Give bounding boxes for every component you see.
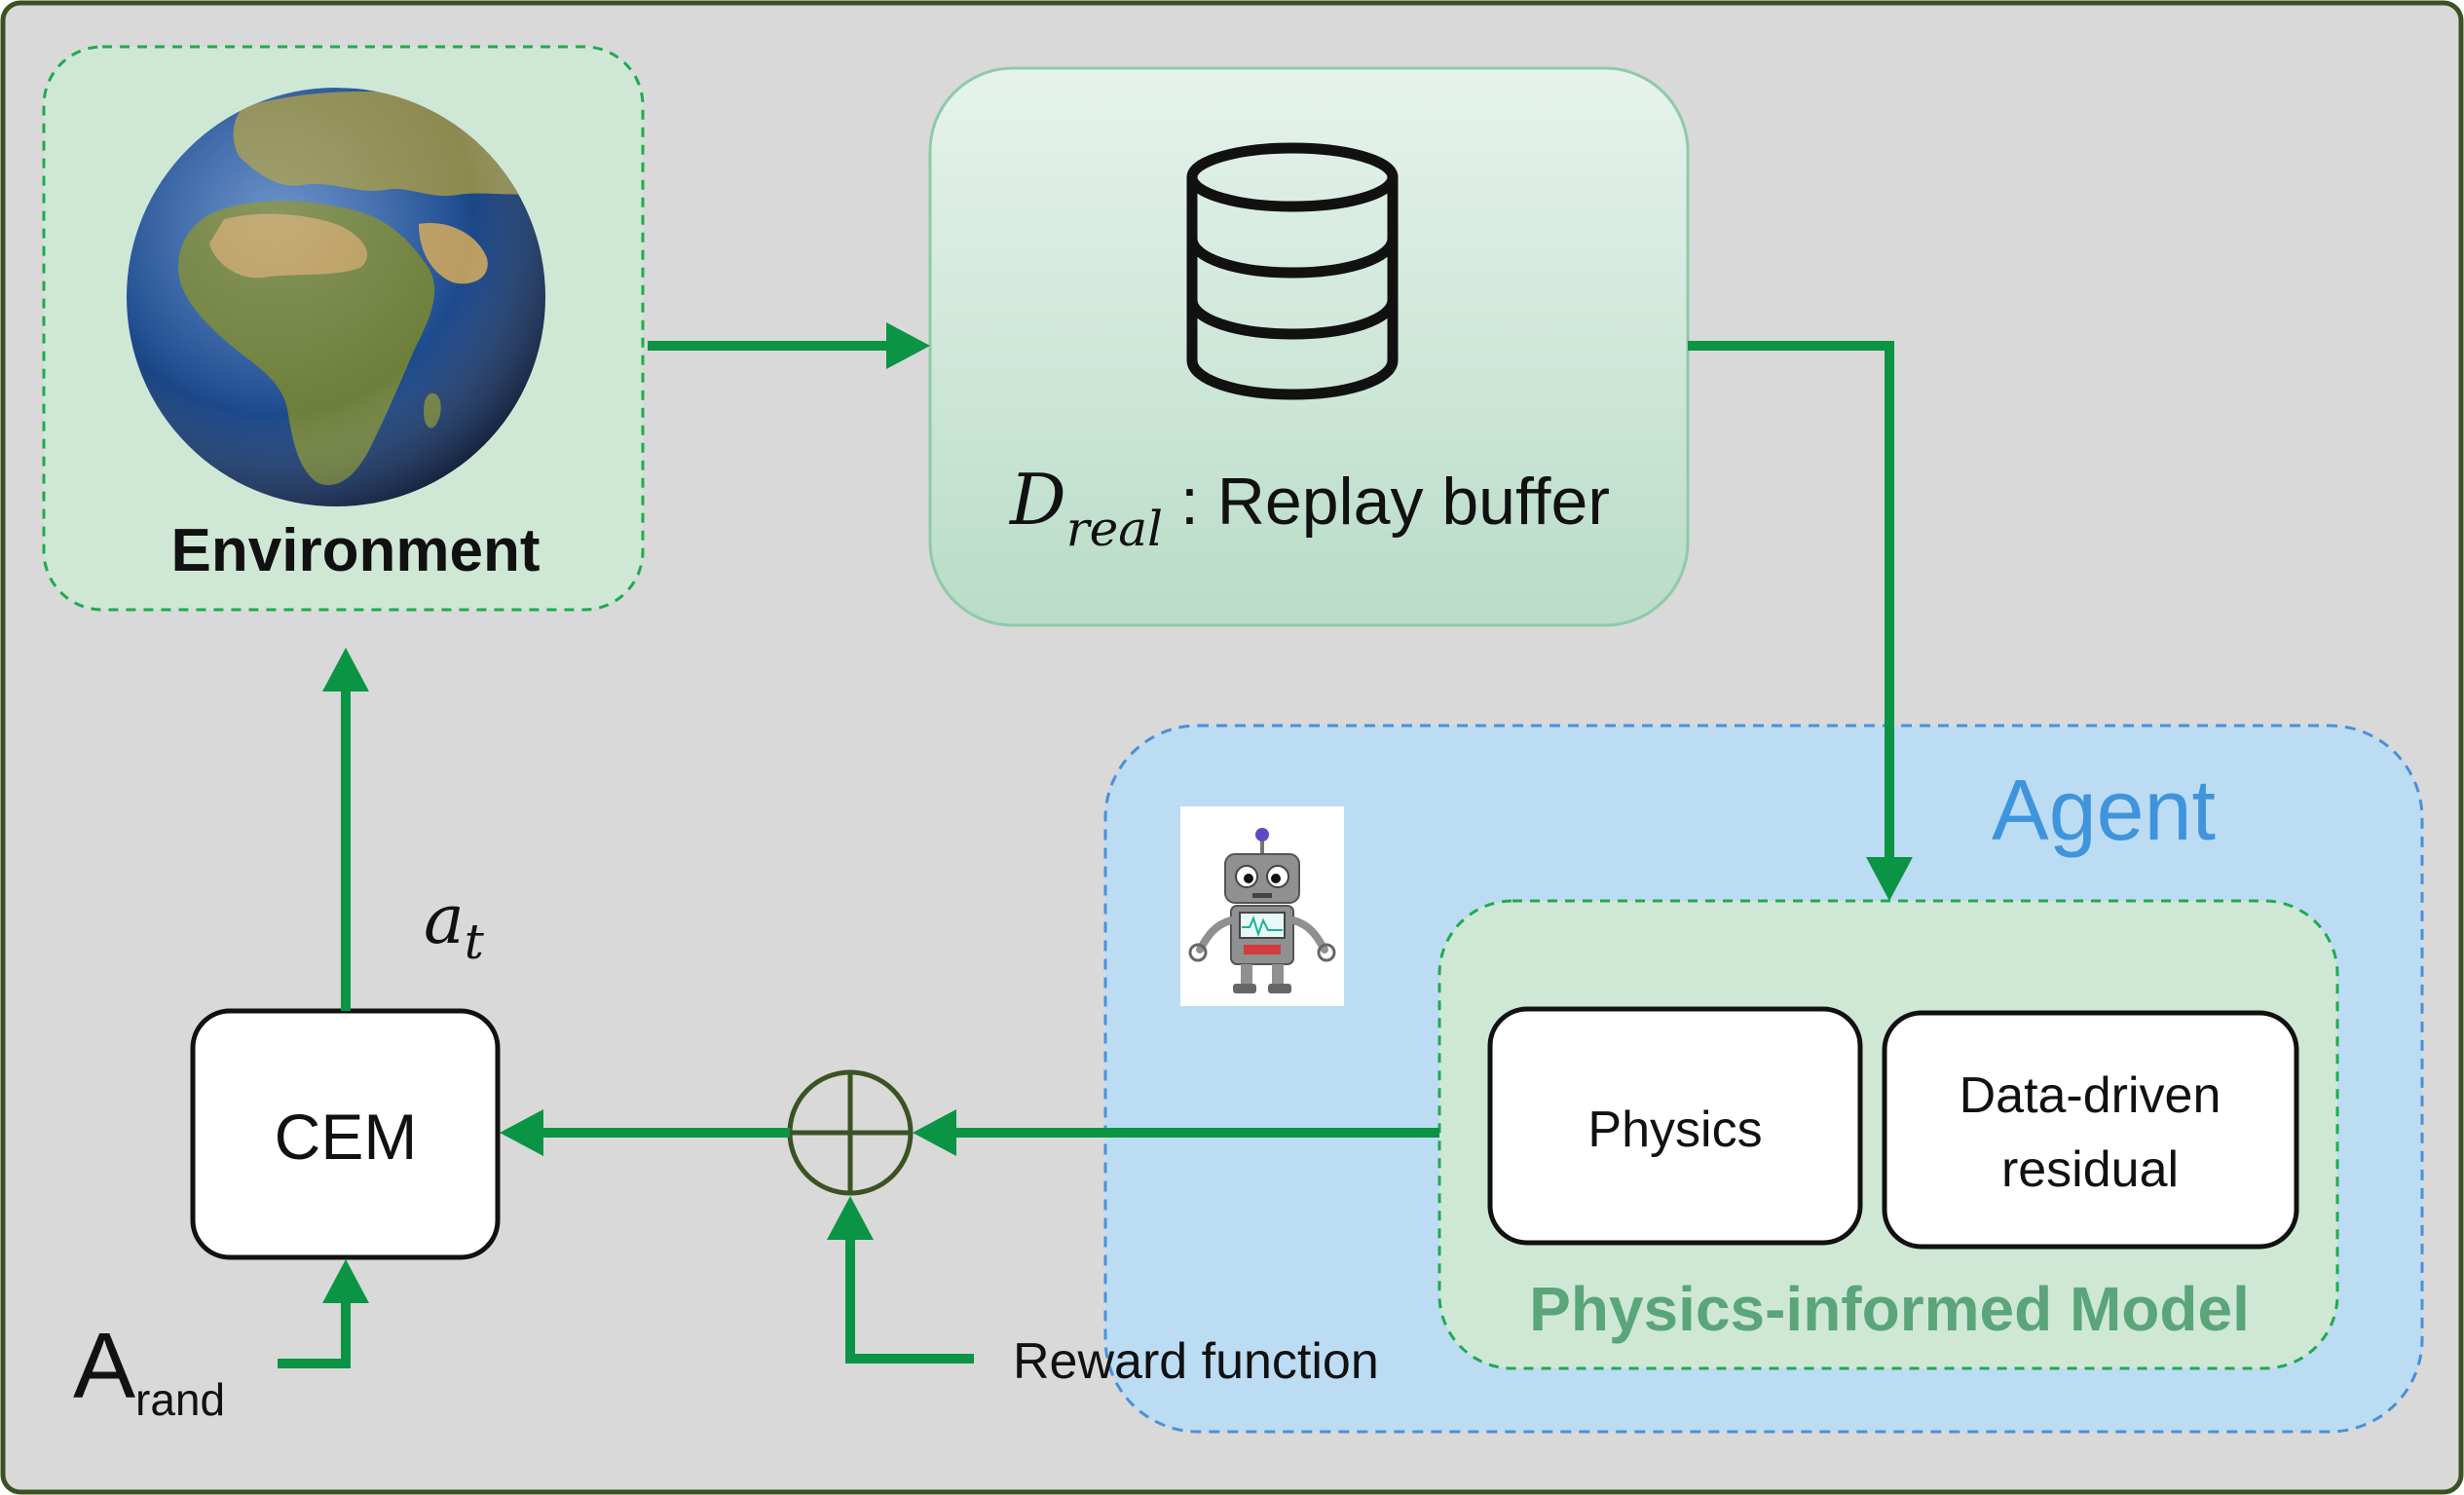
arand-subscript: rand xyxy=(135,1374,225,1425)
arrow-buffer-to-model xyxy=(1688,341,1894,862)
residual-box xyxy=(1882,1010,2299,1250)
arrowhead-model-to-sum xyxy=(913,1109,956,1156)
replay-buffer-text: : Replay buffer xyxy=(1180,465,1610,539)
arand-main: A xyxy=(73,1314,135,1418)
arrow-arand-to-cem xyxy=(278,1300,351,1368)
reward-function-label: Reward function xyxy=(1013,1333,1379,1390)
database-icon xyxy=(1186,142,1399,400)
arrowhead-env-to-buffer xyxy=(886,322,930,369)
arrowhead-arand-to-cem xyxy=(322,1259,369,1303)
residual-label-line1: Data-driven xyxy=(1960,1067,2221,1124)
robot-icon xyxy=(1180,806,1344,1006)
residual-label-line2: residual xyxy=(2001,1141,2179,1198)
arrowhead-reward-to-sum xyxy=(827,1196,874,1240)
action-subscript: t xyxy=(465,914,485,970)
cem-label: CEM xyxy=(275,1101,418,1173)
sum-node xyxy=(787,1069,914,1196)
replay-buffer-symbol: D xyxy=(1008,459,1066,541)
arrowhead-sum-to-cem xyxy=(500,1109,543,1156)
action-symbol: a xyxy=(424,879,465,959)
physics-label: Physics xyxy=(1587,1102,1762,1158)
replay-buffer-subscript: real xyxy=(1066,501,1163,557)
arrowhead-buffer-to-model xyxy=(1866,857,1913,901)
replay-buffer-label: Dreal : Replay buffer xyxy=(1008,459,1610,557)
arand-label: Arand xyxy=(73,1314,225,1425)
arrow-reward-to-sum xyxy=(845,1237,974,1364)
environment-label: Environment xyxy=(171,517,541,584)
physics-informed-model-label: Physics-informed Model xyxy=(1529,1274,2250,1344)
agent-label: Agent xyxy=(1992,762,2216,858)
arrowhead-cem-to-env xyxy=(322,648,369,691)
action-label: at xyxy=(424,879,485,970)
physics-box xyxy=(1487,1006,1863,1246)
earth-icon xyxy=(127,88,545,506)
